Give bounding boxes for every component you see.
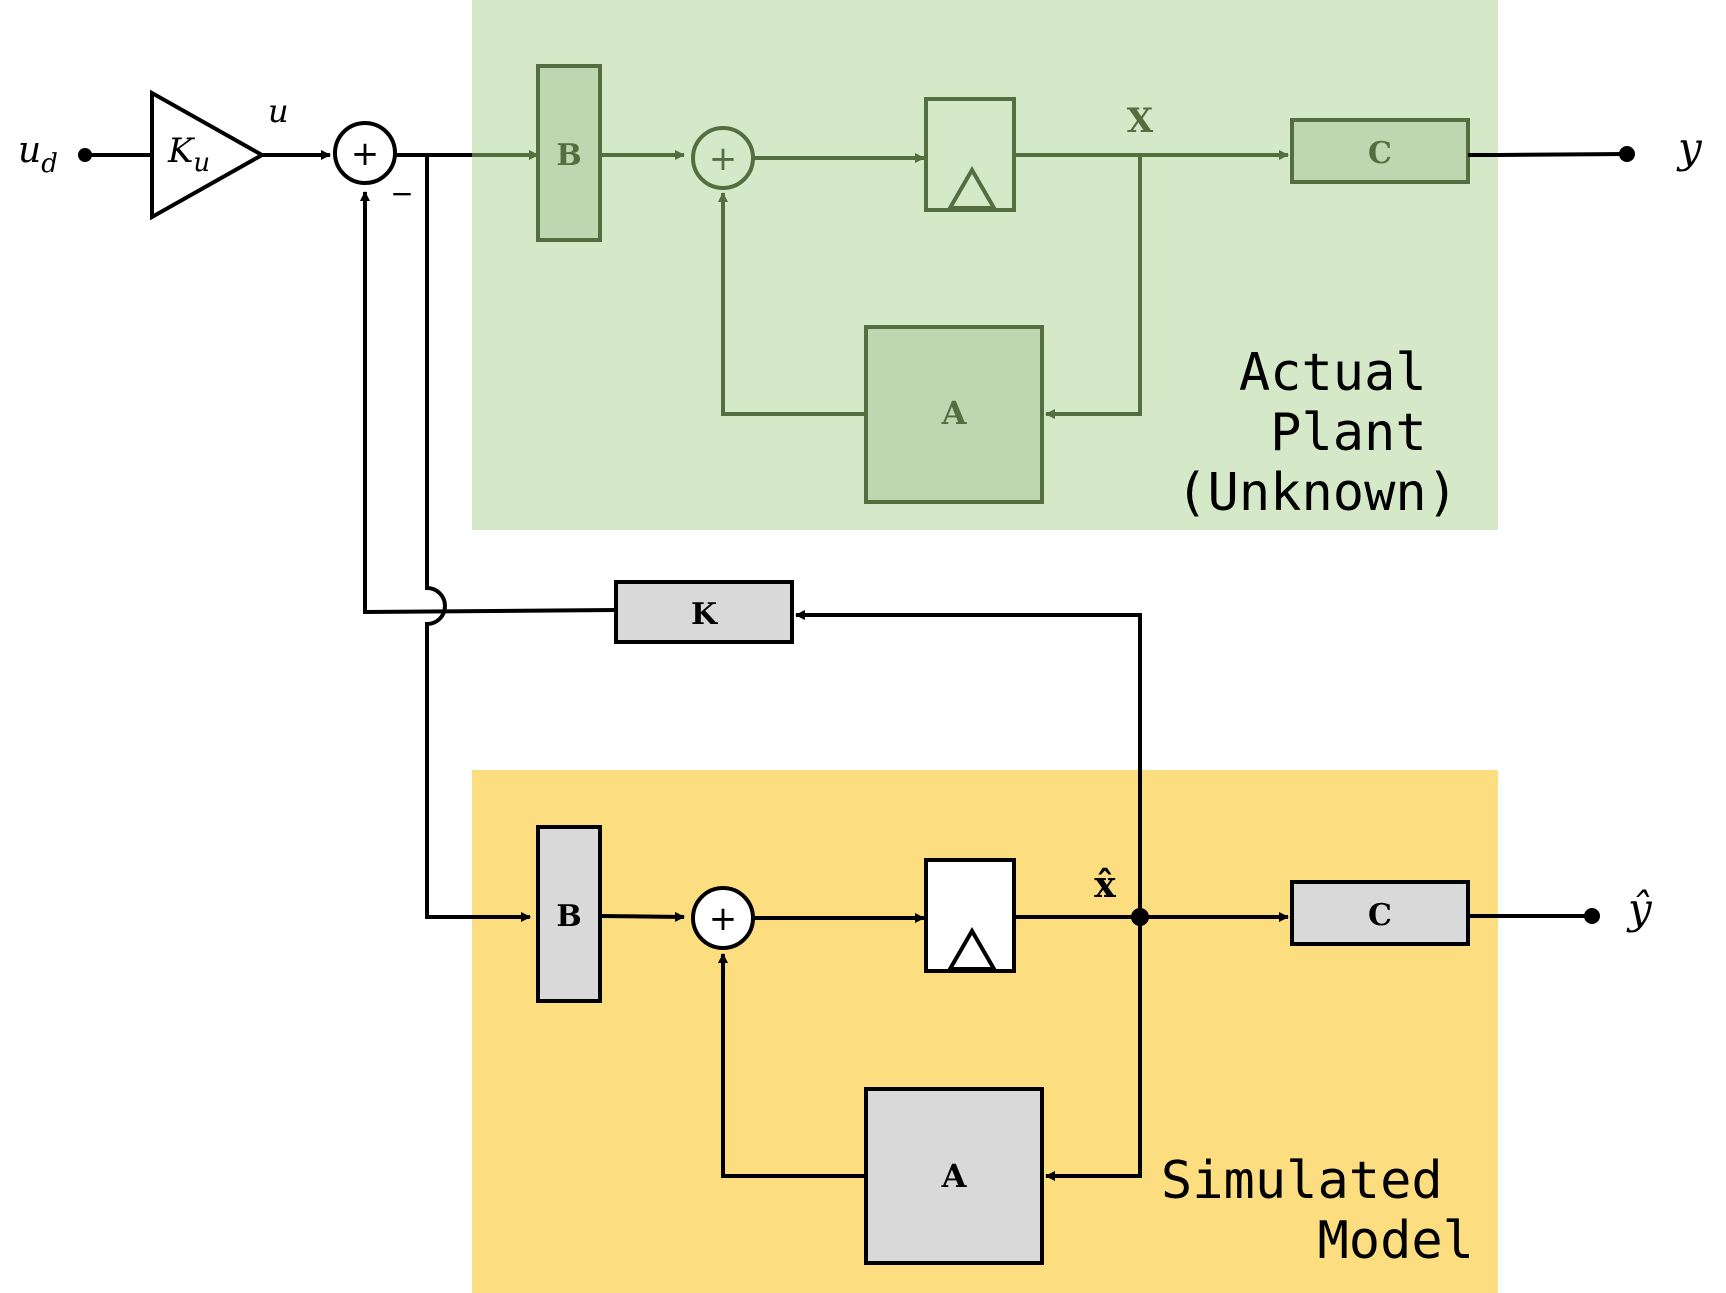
model-block-c (1290, 880, 1470, 946)
model-sum-plus: + (709, 899, 738, 939)
plant-label-x: X (1127, 101, 1154, 141)
model-diagram: B + x̂ C A Simulated Model (536, 825, 1474, 1271)
plant-label-c: C (1368, 136, 1392, 171)
model-label-a: A (941, 1157, 968, 1195)
label-y: y (1676, 123, 1703, 172)
plant-label-b: B (556, 138, 581, 173)
label-ku: Ku (167, 131, 210, 178)
label-y-hat: ŷ (1626, 884, 1653, 933)
feedback-label-k: K (691, 597, 718, 632)
plant-delay-triangle (946, 166, 998, 210)
model-label-x-hat: x̂ (1094, 864, 1116, 906)
label-ud: ud (18, 130, 58, 179)
gain-ku (150, 89, 267, 221)
model-label-c: C (1368, 898, 1392, 933)
model-delay-triangle (946, 927, 998, 971)
input-sum-plus: + (351, 134, 380, 174)
plant-diagram: B + X C A Actual Plant (Unknown) (536, 64, 1470, 523)
plant-block-a (864, 325, 1044, 504)
feedback-block-k (614, 580, 794, 644)
model-block-b (536, 825, 602, 1003)
model-block-a (864, 1087, 1044, 1265)
label-u: u (268, 92, 289, 130)
plant-title: Actual Plant (Unknown) (1176, 343, 1458, 523)
output-terminal-y-hat (1584, 908, 1600, 924)
model-title: Simulated Model (1161, 1151, 1474, 1271)
output-terminal-y (1619, 146, 1635, 162)
plant-block-c (1290, 118, 1470, 184)
input-sum-minus: − (390, 177, 413, 210)
plant-label-a: A (941, 394, 968, 432)
plant-sum-plus: + (709, 139, 738, 179)
model-label-b: B (556, 899, 581, 934)
